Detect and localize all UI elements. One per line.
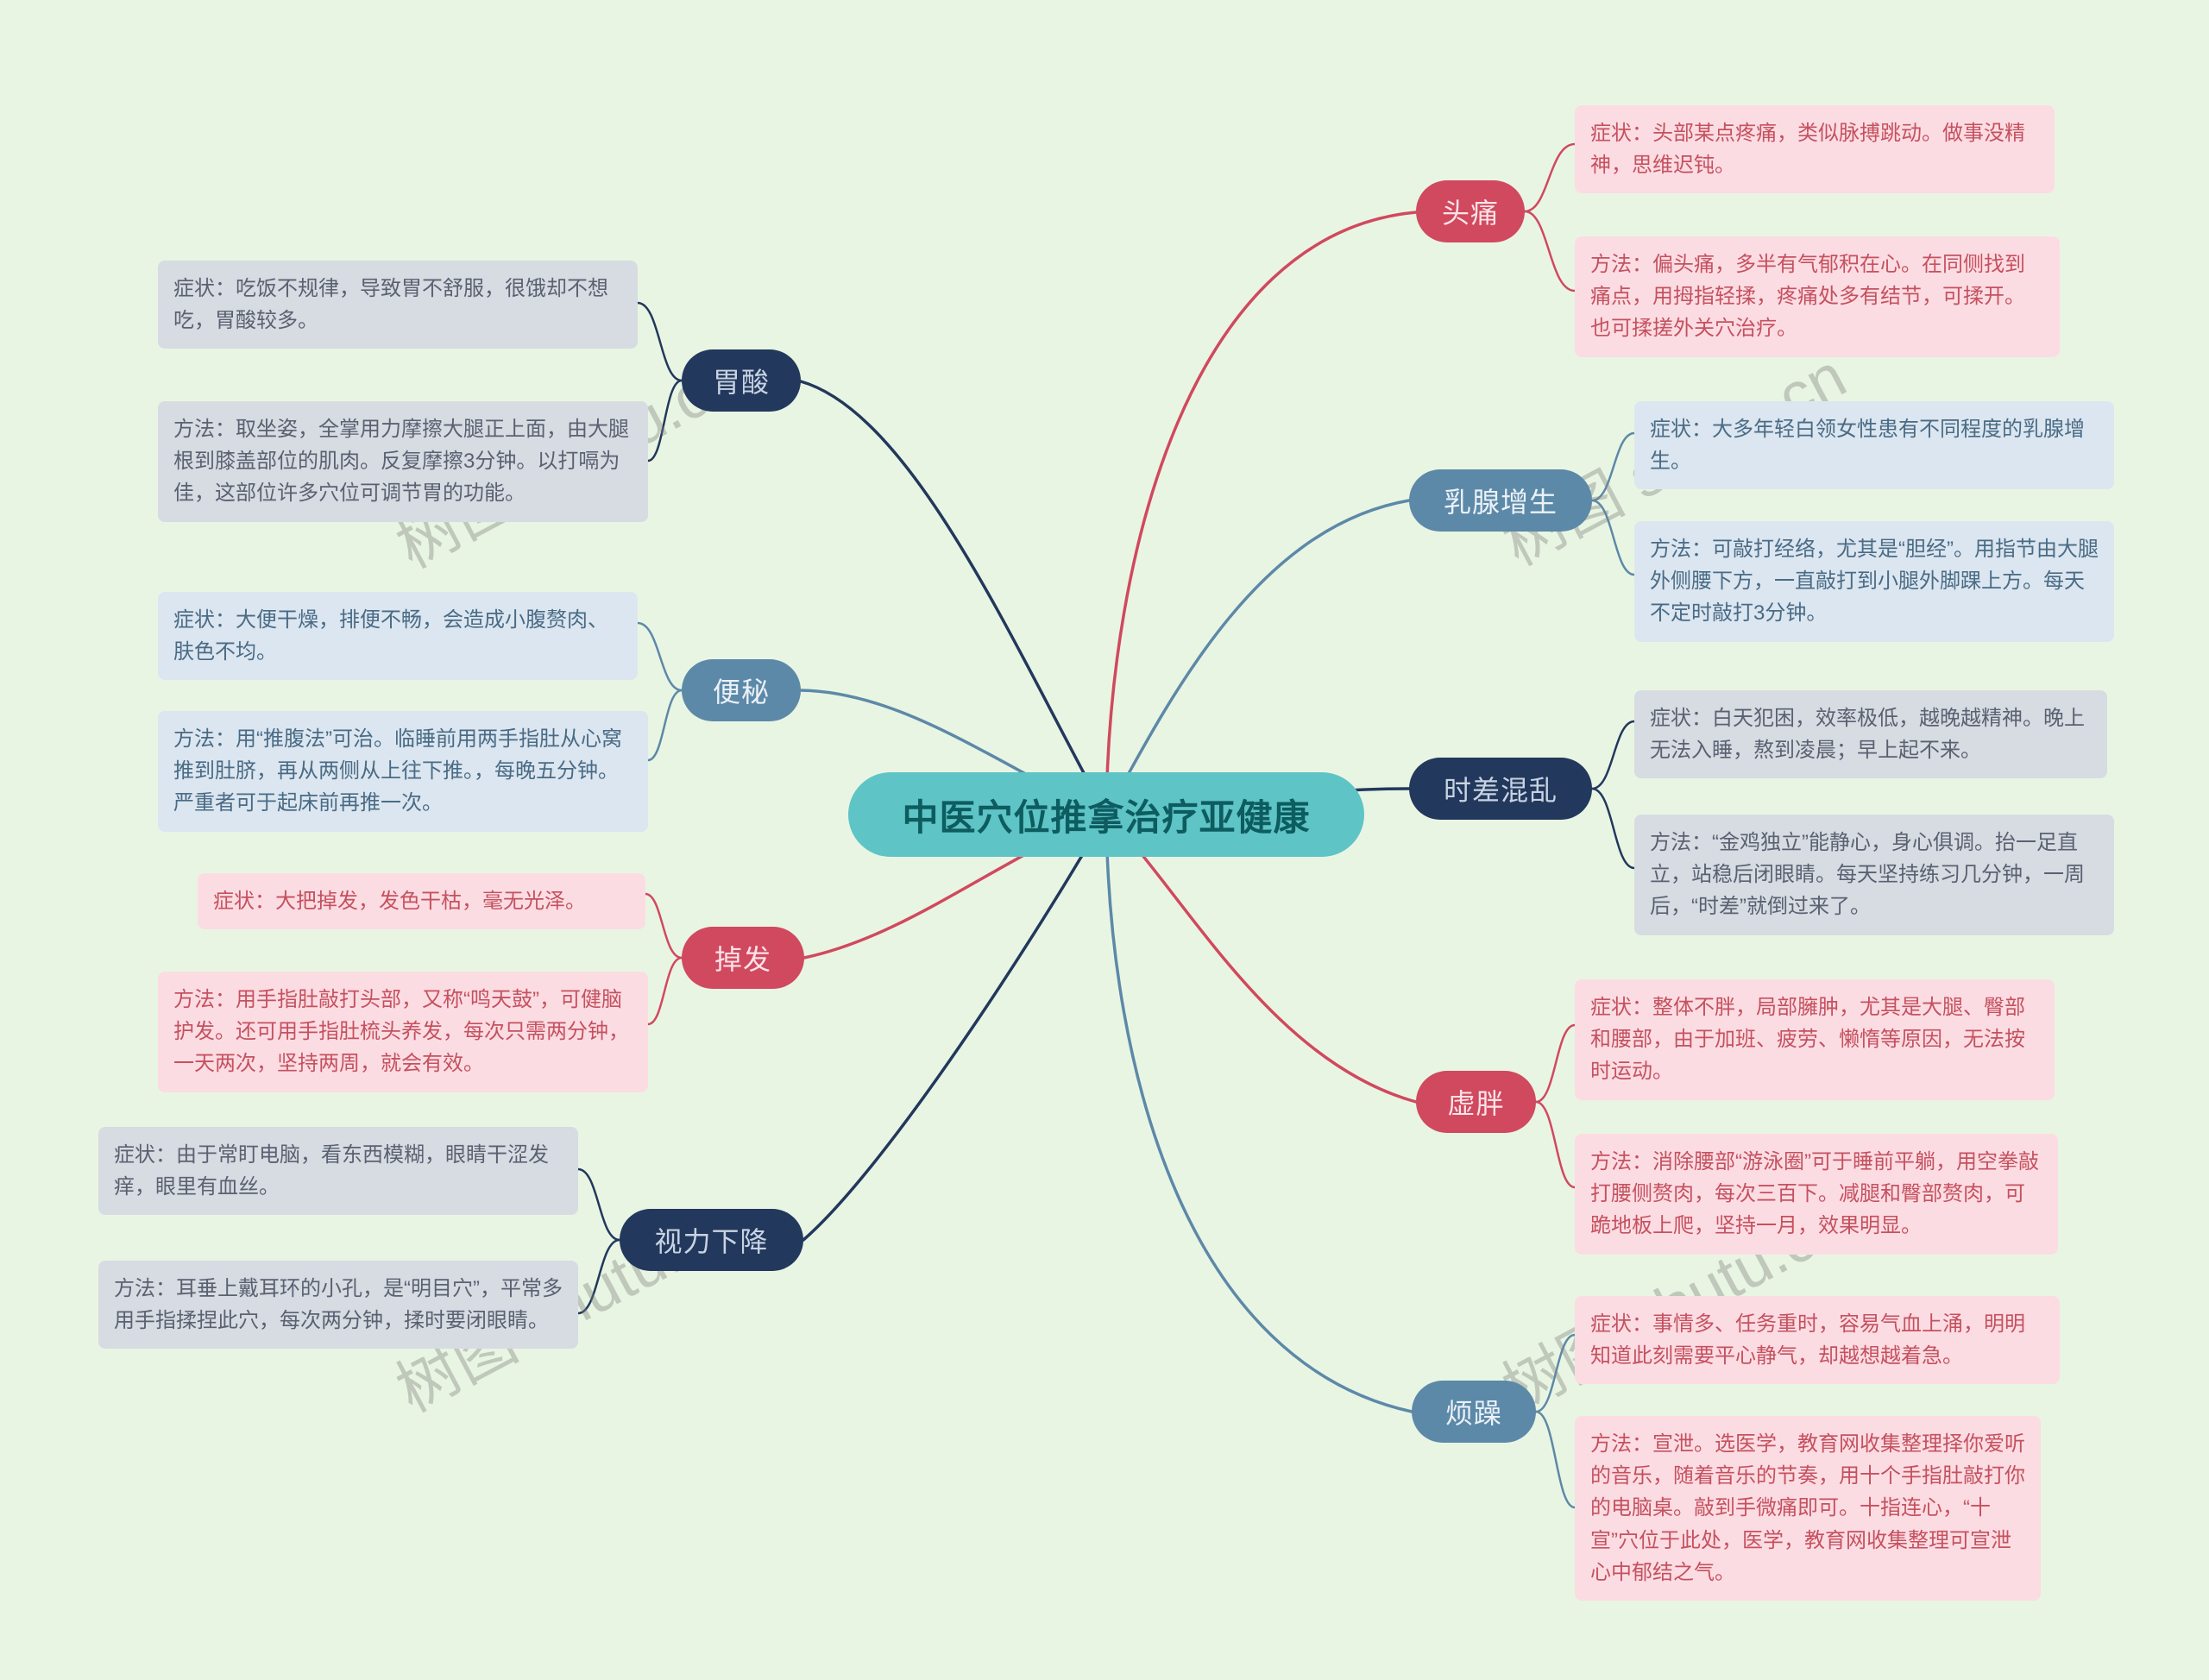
method-box-vision-decline[interactable]: 方法：耳垂上戴耳环的小孔，是“明目穴”，平常多用手指揉捏此穴，每次两分钟，揉时要… (98, 1261, 578, 1350)
symptom-box-vision-decline[interactable]: 症状：由于常盯电脑，看东西模糊，眼睛干涩发痒，眼里有血丝。 (98, 1127, 578, 1216)
method-box-constipation[interactable]: 方法：用“推腹法”可治。临睡前用两手指肚从心窝推到肚脐，再从两侧从上往下推。，每… (158, 711, 648, 832)
symptom-box-hair-loss[interactable]: 症状：大把掉发，发色干枯，毫无光泽。 (198, 873, 645, 930)
symptom-box-stomach-acid[interactable]: 症状：吃饭不规律，导致胃不舒服，很饿却不想吃，胃酸较多。 (158, 261, 638, 349)
connector-headache-method (1523, 210, 1577, 293)
connector-vision-method (576, 1238, 621, 1315)
branch-node-constipation[interactable]: 便秘 (682, 659, 801, 721)
symptom-box-irritability[interactable]: 症状：事情多、任务重时，容易气血上涌，明明知道此刻需要平心静气，却越想越着急。 (1575, 1296, 2060, 1385)
method-box-breast-hyperplasia[interactable]: 方法：可敲打经络，尤其是“胆经”。用指节由大腿外侧腰下方，一直敲打到小腿外脚踝上… (1634, 521, 2114, 642)
connector-irritability-symptom (1534, 1333, 1577, 1413)
symptom-box-puffiness[interactable]: 症状：整体不胖，局部臃肿，尤其是大腿、臀部和腰部，由于加班、疲劳、懒惰等原因，无… (1575, 979, 2055, 1100)
connector-hair-loss-symptom (644, 892, 683, 960)
branch-node-puffiness[interactable]: 虚胖 (1416, 1071, 1536, 1133)
connector-stomach-acid-symptom (636, 301, 683, 382)
method-box-hair-loss[interactable]: 方法：用手指肚敲打头部，又称“鸣天鼓”，可健脑护发。还可用手指肚梳头养发，每次只… (158, 972, 648, 1092)
connector-jetlag-symptom (1590, 720, 1636, 790)
connector-jetlag-method (1590, 787, 1636, 870)
connector-center-headache (1104, 211, 1418, 816)
connector-puffiness-symptom (1534, 1023, 1577, 1104)
connector-center-vision-decline (802, 813, 1108, 1242)
connector-constipation-method (646, 689, 683, 762)
branch-node-stomach-acid[interactable]: 胃酸 (682, 349, 801, 412)
connector-breast-symptom (1590, 431, 1636, 502)
symptom-box-breast-hyperplasia[interactable]: 症状：大多年轻白领女性患有不同程度的乳腺增生。 (1634, 401, 2114, 490)
connector-puffiness-method (1534, 1100, 1577, 1189)
symptom-box-jetlag[interactable]: 症状：白天犯困，效率极低，越晚越精神。晚上无法入睡，熬到凌晨；早上起不来。 (1634, 690, 2107, 779)
method-box-stomach-acid[interactable]: 方法：取坐姿，全掌用力摩擦大腿正上面，由大腿根到膝盖部位的肌肉。反复摩擦3分钟。… (158, 401, 648, 522)
connector-vision-symptom (576, 1167, 621, 1242)
branch-node-vision-decline[interactable]: 视力下降 (620, 1209, 803, 1271)
connector-center-puffiness (1104, 813, 1418, 1104)
connector-headache-symptom (1523, 142, 1577, 213)
connector-irritability-method (1534, 1410, 1577, 1509)
connector-center-irritability (1104, 813, 1413, 1413)
connector-hair-loss-method (646, 956, 683, 1026)
method-box-irritability[interactable]: 方法：宣泄。选医学，教育网收集整理择你爱听的音乐，随着音乐的节奏，用十个手指肚敲… (1575, 1416, 2041, 1601)
connector-center-stomach-acid (799, 380, 1108, 816)
branch-node-hair-loss[interactable]: 掉发 (682, 927, 804, 989)
method-box-puffiness[interactable]: 方法：消除腰部“游泳圈”可于睡前平躺，用空拳敲打腰侧赘肉，每次三百下。减腿和臀部… (1575, 1134, 2058, 1255)
branch-node-irritability[interactable]: 烦躁 (1412, 1381, 1536, 1443)
connector-stomach-acid-method (646, 379, 683, 462)
branch-node-jetlag[interactable]: 时差混乱 (1409, 758, 1592, 820)
branch-node-breast-hyperplasia[interactable]: 乳腺增生 (1409, 469, 1592, 532)
connector-center-breast (1104, 499, 1411, 816)
symptom-box-headache[interactable]: 症状：头部某点疼痛，类似脉搏跳动。做事没精神，思维迟钝。 (1575, 105, 2055, 194)
symptom-box-constipation[interactable]: 症状：大便干燥，排便不畅，会造成小腹赘肉、肤色不均。 (158, 592, 638, 681)
connector-breast-method (1590, 499, 1636, 576)
connector-constipation-symptom (636, 621, 683, 692)
center-node[interactable]: 中医穴位推拿治疗亚健康 (848, 772, 1364, 857)
method-box-headache[interactable]: 方法：偏头痛，多半有气郁积在心。在同侧找到痛点，用拇指轻揉，疼痛处多有结节，可揉… (1575, 236, 2060, 357)
branch-node-headache[interactable]: 头痛 (1416, 180, 1525, 242)
method-box-jetlag[interactable]: 方法：“金鸡独立”能静心，身心俱调。抬一足直立，站稳后闭眼睛。每天坚持练习几分钟… (1634, 815, 2114, 935)
